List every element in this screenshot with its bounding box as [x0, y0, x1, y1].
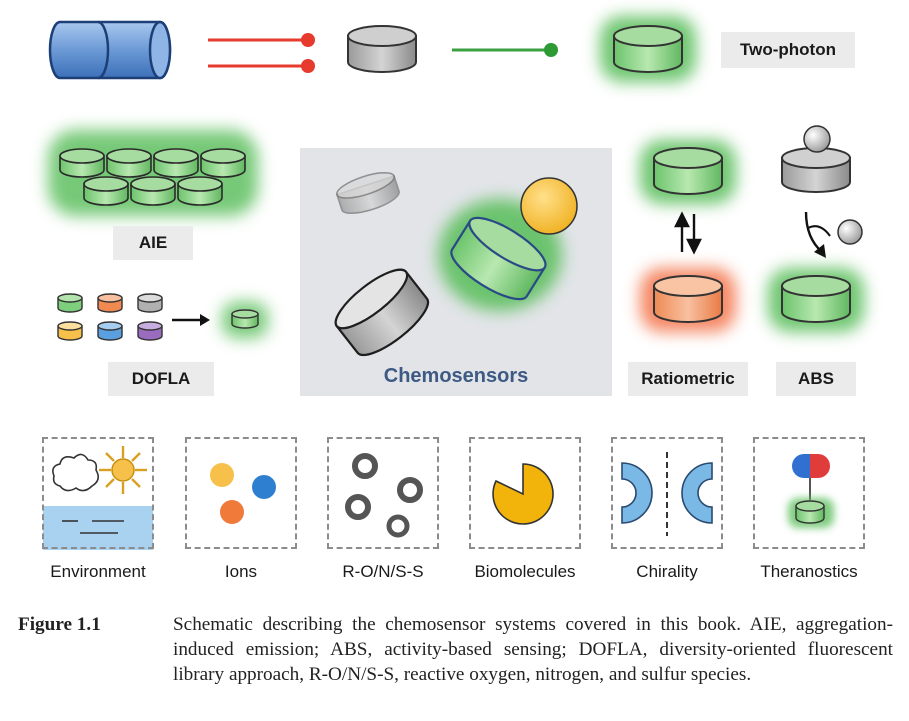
abs-label: ABS [776, 362, 856, 396]
chemosensors-label: Chemosensors [383, 365, 529, 387]
abs-activated-cylinder-icon [768, 268, 864, 332]
sensor-binding-icon [438, 177, 578, 311]
two-photon-beams-icon [208, 33, 315, 73]
ions-icon [210, 463, 276, 524]
category-box-ions [185, 437, 297, 549]
figure-number: Figure 1.1 [18, 614, 101, 635]
environment-icon [43, 446, 153, 550]
category-label-theranostics: Theranostics [760, 562, 858, 581]
category-box-environment [42, 437, 154, 549]
capsule-icon [788, 454, 834, 528]
dofla-library-icon [57, 293, 163, 341]
category-label-chirality: Chirality [636, 562, 698, 581]
blue-cylinder-icon [48, 20, 172, 80]
category-label-biomolecules: Biomolecules [474, 562, 576, 581]
ratiometric-green-cylinder-icon [640, 140, 736, 204]
arrow-right-icon [172, 314, 210, 326]
glowing-cylinder-icon [600, 16, 696, 82]
category-box-ron-s [327, 437, 439, 549]
category-box-theranostics [753, 437, 865, 549]
large-gray-cylinder-icon [334, 268, 430, 357]
ring-species-icon [345, 453, 423, 538]
green-beam-icon [452, 43, 558, 57]
small-gray-cylinder-icon [335, 171, 400, 215]
ratiometric-orange-cylinder-icon [640, 268, 736, 332]
category-label-environment: Environment [50, 562, 146, 581]
category-label-ions: Ions [224, 562, 258, 581]
pie-biomolecule-icon [492, 463, 554, 525]
cleavage-arrow-icon [804, 211, 863, 258]
category-box-chirality [611, 437, 723, 549]
aie-label: AIE [113, 226, 193, 260]
dofla-hit-cylinder-icon [222, 302, 268, 338]
category-label-ron-s: R-O/N/S-S [342, 562, 424, 581]
abs-probe-with-group-icon [781, 125, 851, 193]
ratiometric-label: Ratiometric [628, 362, 748, 396]
caption-text: Schematic describing the chemosensor sys… [173, 614, 893, 685]
two-photon-label: Two-photon [721, 32, 855, 68]
equilibrium-arrows-icon [674, 211, 702, 255]
mirror-arcs-icon [621, 452, 713, 536]
dofla-label: DOFLA [108, 362, 214, 396]
schematic-scene [43, 16, 864, 550]
category-box-biomolecules [469, 437, 581, 549]
aie-aggregate-icon [48, 130, 258, 216]
gray-cylinder-icon [347, 25, 417, 73]
